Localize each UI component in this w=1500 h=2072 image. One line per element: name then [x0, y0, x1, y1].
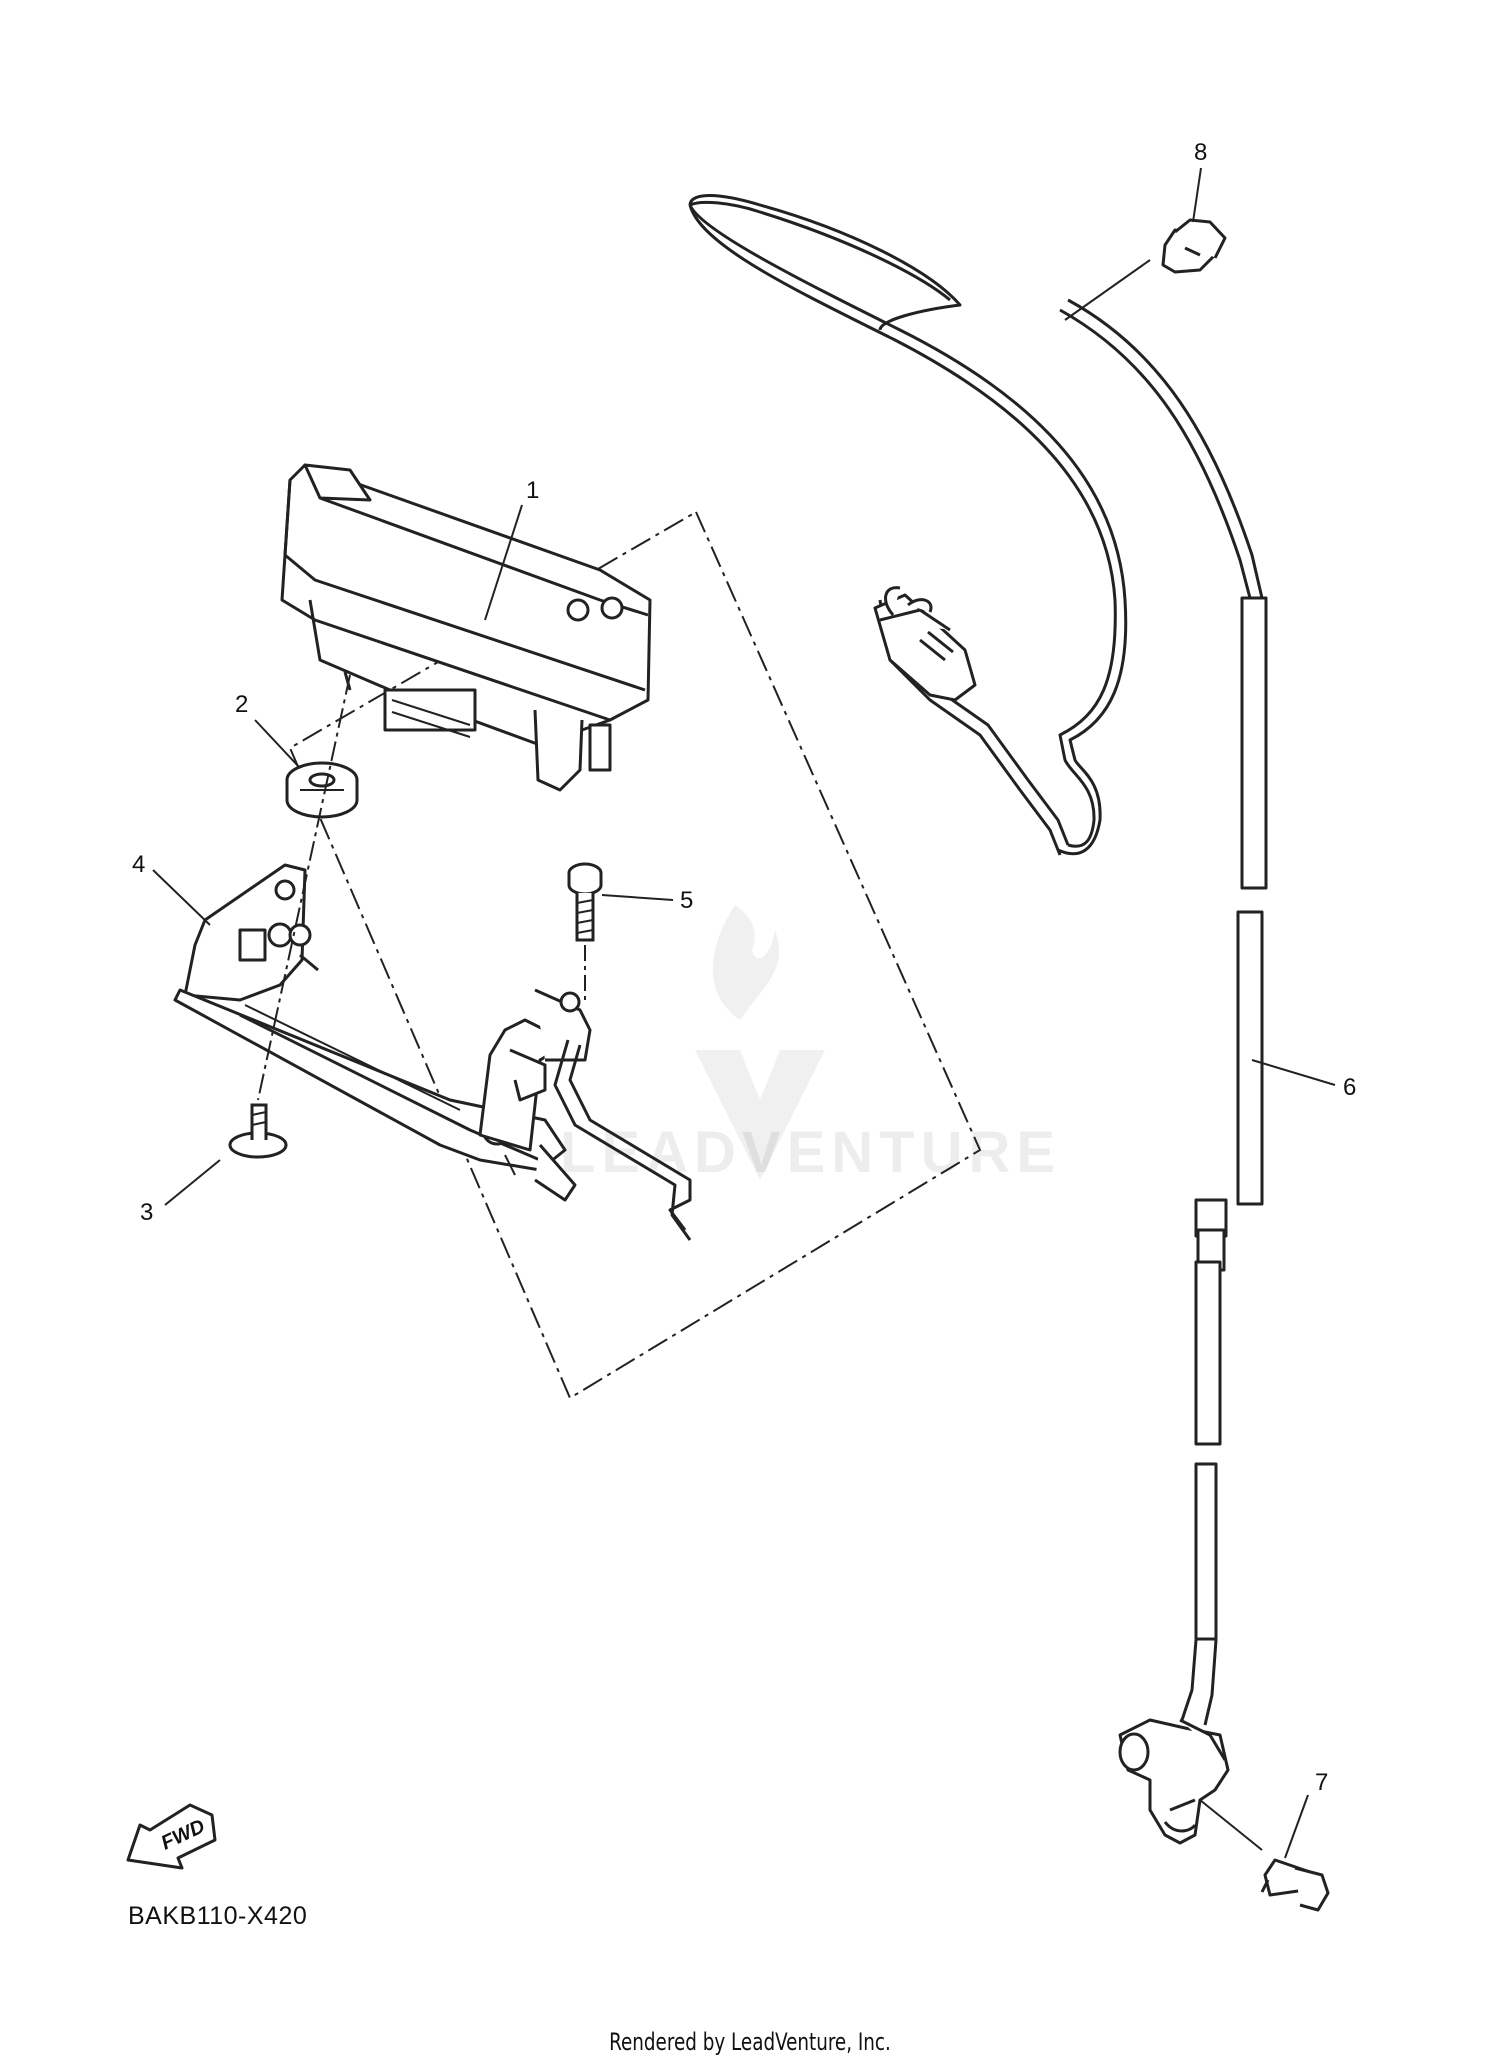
footer-credit: Rendered by LeadVenture, Inc.	[609, 2028, 891, 2056]
speed-sensor-cable	[1059, 298, 1268, 1726]
centerline-meter	[257, 674, 351, 1101]
meter-assembly	[280, 463, 652, 792]
cable-clamp	[1161, 218, 1227, 274]
diagram-code: BAKB110-X420	[128, 1902, 308, 1930]
callout-1: 1	[526, 477, 539, 504]
watermark: LEADVENTURE	[560, 905, 1061, 1185]
bolt-7	[1260, 1858, 1330, 1912]
fwd-arrow-icon: FWD	[126, 1803, 217, 1870]
callout-3: 3	[140, 1199, 153, 1226]
callout-2: 2	[235, 691, 248, 718]
callout-6: 6	[1343, 1074, 1356, 1101]
callout-5: 5	[680, 887, 693, 914]
bracket-part	[173, 863, 692, 1241]
screw-3	[228, 1103, 288, 1159]
leader-lines	[152, 167, 1336, 1859]
sensor-lead	[688, 194, 1128, 856]
sensor-connector	[873, 586, 977, 702]
speed-sensor	[1118, 1718, 1230, 1845]
callout-4: 4	[132, 851, 145, 878]
callout-7: 7	[1315, 1769, 1328, 1796]
callout-labels: 1 2 3 4 5 6 7 8	[132, 139, 1356, 1796]
watermark-text: LEADVENTURE	[560, 1120, 1061, 1185]
callout-8: 8	[1194, 139, 1207, 166]
bolt-5	[567, 862, 603, 942]
inset-dash-box	[288, 510, 982, 1400]
